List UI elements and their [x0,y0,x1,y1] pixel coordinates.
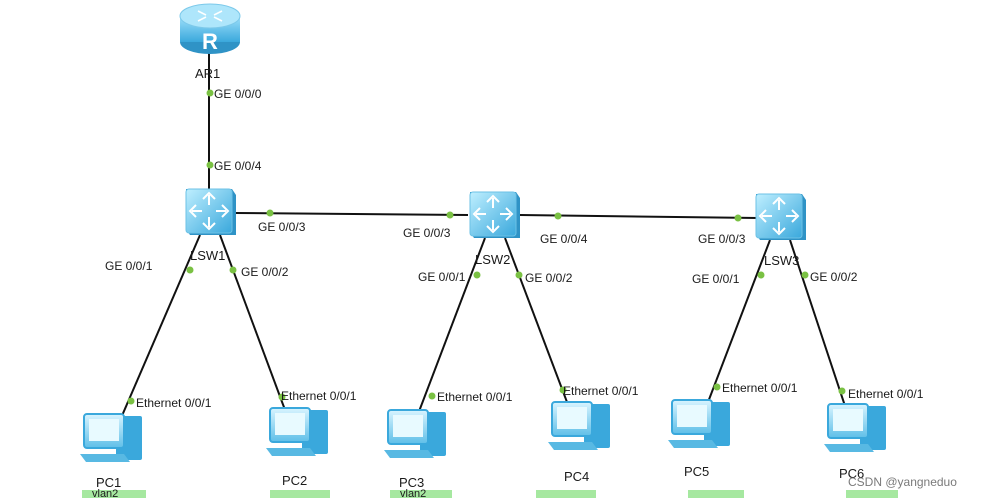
watermark: CSDN @yangneduo [848,475,957,489]
vlan-tag-pc1: vlan2 [82,488,146,500]
port-dot [554,212,562,220]
port-dots [127,89,846,405]
port-dot [186,266,194,274]
pc-label-pc5: PC5 [684,464,710,479]
port-label-lsw2-ge001: GE 0/0/1 [418,270,466,284]
port-label-lsw2-ge003: GE 0/0/3 [403,226,451,240]
switch-label-lsw2: LSW2 [475,252,511,267]
port-dot [229,266,237,274]
router-label-ar1: AR1 [195,66,221,81]
vlan-tag-pc4 [536,490,596,498]
port-dot [278,393,286,401]
link-lsw2-pc3[interactable] [414,237,486,423]
pc-icon[interactable] [668,399,730,448]
vlan-tag-pc6 [846,490,898,498]
port-dot [446,211,454,219]
port-label-lsw1-ge002: GE 0/0/2 [241,265,289,279]
port-dot [206,89,214,97]
port-label-pc2-eth: Ethernet 0/0/1 [281,389,357,403]
port-label-lsw3-ge001: GE 0/0/1 [692,272,740,286]
pc-icon[interactable] [548,401,610,450]
port-dot [757,271,765,279]
pc-label-pc6: PC6 [839,466,865,481]
pc-label-pc2: PC2 [282,473,308,488]
port-label-pc3-eth: Ethernet 0/0/1 [437,390,513,404]
pc-label-pc1: PC1 [96,475,122,490]
link-lsw1-pc1[interactable] [117,234,201,426]
port-label-lsw1-ge003: GE 0/0/3 [258,220,306,234]
port-dot [266,209,274,217]
layer3-switch-icon[interactable] [755,193,806,240]
port-dot [838,387,846,395]
port-label-lsw3-ge002: GE 0/0/2 [810,270,858,284]
layer3-switch-icon[interactable] [469,191,520,238]
switch-label-lsw3: LSW3 [764,253,800,268]
port-dot [127,397,135,405]
port-dot [473,271,481,279]
pc-icon[interactable] [80,413,142,462]
pc-label-pc3: PC3 [399,475,425,490]
pc-icon[interactable] [384,409,446,458]
pc-label-pc4: PC4 [564,469,590,484]
vlan-tag-label: vlan2 [400,488,427,500]
port-label-pc1-eth: Ethernet 0/0/1 [136,396,212,410]
vlan-tag-pc3: vlan2 [390,488,452,500]
pc-icon[interactable] [266,407,328,456]
port-label-lsw3-ge003: GE 0/0/3 [698,232,746,246]
port-dot [206,161,214,169]
vlan-tag-pc2 [270,490,330,498]
vlan-tag-pc5 [688,490,744,498]
link-lsw1-pc2[interactable] [219,234,289,419]
layer3-switch-icon[interactable] [185,188,236,235]
port-dot [559,386,567,394]
switch-label-lsw1: LSW1 [190,248,226,263]
pc-icon[interactable] [824,403,886,452]
link-lsw3-pc5[interactable] [704,239,771,411]
port-label-lsw2-ge002: GE 0/0/2 [525,271,573,285]
router-icon[interactable]: R [179,3,241,54]
link-lsw3-pc6[interactable] [789,239,849,416]
port-dot [515,271,523,279]
port-dot [713,383,721,391]
link-lsw2-pc4[interactable] [504,237,571,411]
port-dot [428,392,436,400]
port-label-lsw2-ge004: GE 0/0/4 [540,232,588,246]
vlan-tag-label: vlan2 [92,488,119,500]
port-label-ar1-ge000: GE 0/0/0 [214,87,262,101]
link-lsw1-lsw2[interactable] [235,212,469,216]
port-label-pc6-eth: Ethernet 0/0/1 [848,387,924,401]
port-dot [734,214,742,222]
port-label-pc4-eth: Ethernet 0/0/1 [563,384,639,398]
svg-text:R: R [202,29,218,54]
port-label-lsw1-ge004: GE 0/0/4 [214,159,262,173]
port-dot [801,271,809,279]
port-label-lsw1-ge001: GE 0/0/1 [105,259,153,273]
port-label-pc5-eth: Ethernet 0/0/1 [722,381,798,395]
